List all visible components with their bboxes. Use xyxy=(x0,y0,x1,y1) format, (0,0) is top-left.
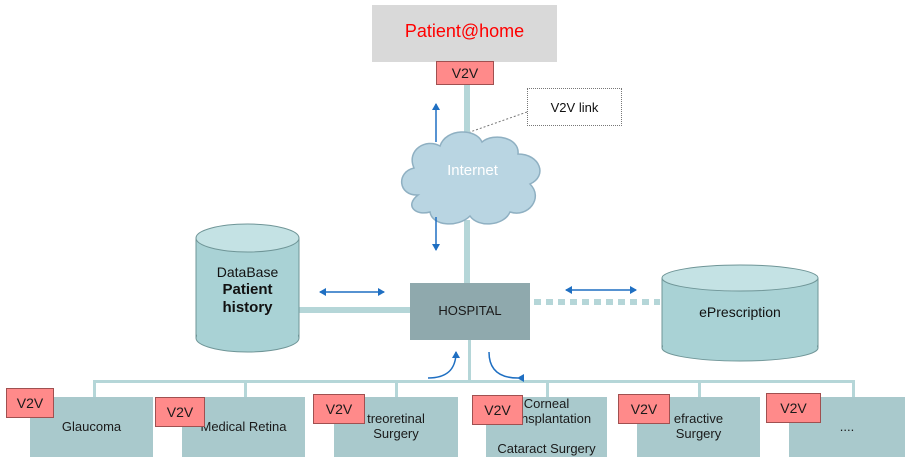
patient-v2v-badge: V2V xyxy=(436,61,494,85)
dept-drop xyxy=(852,380,855,397)
dept-drop xyxy=(698,380,701,397)
data-flow-arrows xyxy=(319,103,637,383)
eprescription-cylinder xyxy=(661,264,819,362)
database-subtitle-1: Patient xyxy=(222,280,273,298)
department-v2v-badge: V2V xyxy=(6,388,54,418)
v2v-link-callout: V2V link xyxy=(527,88,622,126)
hospital-bus-connector xyxy=(468,340,471,380)
department-glaucoma: Glaucoma xyxy=(30,397,153,457)
department-v2v-badge: V2V xyxy=(618,394,670,424)
dept-drop xyxy=(546,380,549,397)
database-hospital-connector xyxy=(299,307,410,313)
v2v-link-label: V2V link xyxy=(550,100,599,115)
dept-drop xyxy=(395,380,398,397)
patient-home-box: Patient@home xyxy=(372,5,557,62)
database-title: DataBase xyxy=(216,264,279,280)
internet-label: Internet xyxy=(447,162,498,179)
database-subtitle-2: history xyxy=(222,298,273,316)
internet-cloud xyxy=(401,131,541,225)
dept-drop xyxy=(244,380,247,397)
hospital-box: HOSPITAL xyxy=(410,283,530,340)
department-v2v-badge: V2V xyxy=(766,393,821,423)
internet-hospital-connector xyxy=(464,220,470,283)
patient-internet-connector xyxy=(464,80,470,150)
department-v2v-badge: V2V xyxy=(155,397,205,427)
patient-home-label: Patient@home xyxy=(404,21,525,41)
database-label: DataBase Patient history xyxy=(196,264,299,317)
dept-drop xyxy=(93,380,96,397)
database-cylinder xyxy=(195,223,300,353)
eprescription-label: ePrescription xyxy=(699,304,781,320)
department-v2v-badge: V2V xyxy=(472,395,523,425)
hospital-label: HOSPITAL xyxy=(438,303,502,318)
callout-pointer xyxy=(469,111,528,133)
department-bus xyxy=(93,380,855,383)
department-v2v-badge: V2V xyxy=(313,394,365,424)
